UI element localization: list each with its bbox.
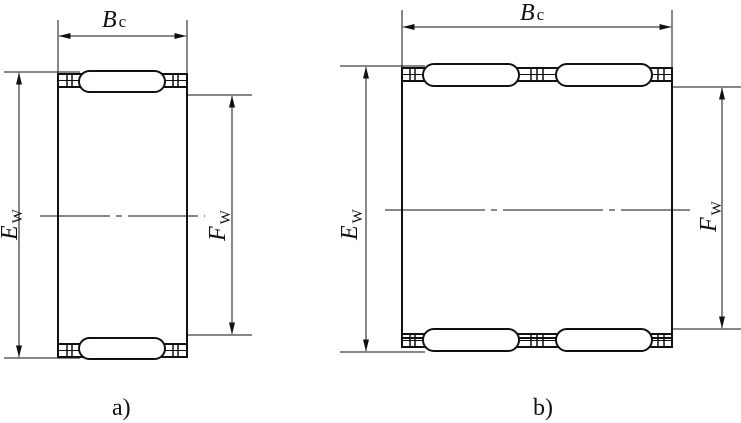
fig-b-roller-bottom-right	[555, 328, 653, 352]
fig-a-outer-label: EW	[0, 208, 26, 241]
svg-text:FW: FW	[205, 209, 234, 242]
svg-text:FW: FW	[696, 200, 725, 233]
fig-b-roller-top-left	[422, 63, 520, 87]
fig-b-inner-label: FW	[696, 200, 725, 233]
figure-a	[4, 20, 252, 360]
fig-a-roller-top	[78, 70, 166, 93]
fig-b-outer-label: EW	[337, 208, 366, 241]
fig-b-caption: b)	[533, 395, 553, 421]
fig-a-caption: a)	[112, 395, 131, 421]
figure-b	[340, 10, 741, 353]
svg-text:EW: EW	[337, 208, 366, 241]
fig-b-roller-top-right	[555, 63, 653, 87]
fig-b-roller-bottom-left	[422, 328, 520, 352]
fig-a-inner-label: FW	[205, 209, 234, 242]
svg-text:EW: EW	[0, 208, 26, 241]
fig-a-roller-bottom	[78, 337, 166, 360]
